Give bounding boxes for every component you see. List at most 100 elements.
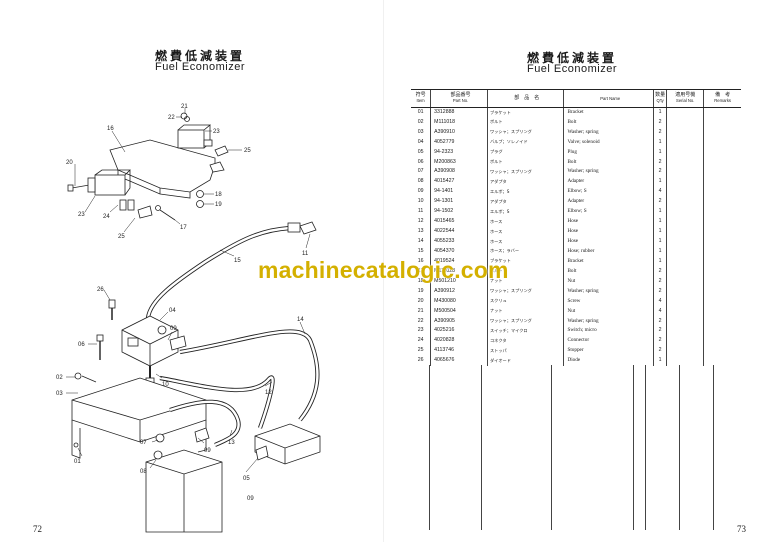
cell-item: 20 bbox=[417, 297, 424, 304]
cell-jp-name: ブラケット bbox=[486, 107, 564, 118]
cell-jp-name: ホース bbox=[486, 236, 564, 247]
cell-qty: 2 bbox=[653, 346, 667, 356]
cell-item: 18 bbox=[417, 277, 424, 284]
cell-remarks bbox=[703, 127, 741, 138]
callout-08: 08 bbox=[140, 469, 147, 475]
cell-qty: 2 bbox=[653, 117, 667, 128]
cell-serial bbox=[666, 147, 704, 158]
cell-remarks bbox=[703, 355, 741, 366]
cell-remarks bbox=[703, 276, 741, 287]
cell-item: 04 bbox=[417, 138, 424, 145]
cell-jp-name: ホース bbox=[486, 216, 564, 227]
cell-part-name: Nut bbox=[563, 276, 654, 287]
cell-qty: 1 bbox=[653, 226, 667, 237]
cell-remarks bbox=[703, 236, 741, 247]
cell-jp-name: エルボ；S bbox=[486, 187, 564, 197]
cell-serial bbox=[666, 206, 704, 217]
cell-serial bbox=[666, 256, 704, 267]
cell-item: 13 bbox=[417, 228, 424, 235]
cell-serial bbox=[666, 266, 704, 277]
cell-part-no: 94-1301 bbox=[430, 196, 488, 207]
cell-part-no: 4019524 bbox=[430, 256, 488, 267]
cell-remarks bbox=[703, 107, 741, 118]
callout-09-upper: 09 bbox=[170, 326, 177, 332]
cell-item: 05 bbox=[417, 148, 424, 155]
cell-jp-name: ボルト bbox=[486, 266, 564, 277]
cell-part-no: 4015427 bbox=[430, 177, 488, 187]
cell-jp-name: ワッシャ；スプリング bbox=[486, 167, 564, 178]
cell-qty: 1 bbox=[653, 355, 667, 366]
cell-item: 09 bbox=[417, 188, 424, 195]
cell-part-name: Washer; spring bbox=[563, 286, 654, 297]
cell-part-name: Washer; spring bbox=[563, 167, 654, 178]
cell-jp-name: ワッシャ；スプリング bbox=[486, 316, 564, 327]
cell-qty: 2 bbox=[653, 336, 667, 346]
cell-serial bbox=[666, 167, 704, 178]
callout-23-lower: 23 bbox=[78, 212, 85, 218]
cell-jp-name: バルブ；ソレノイド bbox=[486, 137, 564, 148]
cell-qty: 1 bbox=[653, 107, 667, 118]
callout-16: 16 bbox=[107, 126, 114, 132]
cell-serial bbox=[666, 177, 704, 187]
cell-item: 10 bbox=[417, 198, 424, 205]
cell-part-name: Screw bbox=[563, 296, 654, 307]
cell-serial bbox=[666, 187, 704, 197]
callout-05: 05 bbox=[243, 476, 250, 482]
cell-qty: 1 bbox=[653, 206, 667, 217]
cell-jp-name: ボルト bbox=[486, 117, 564, 128]
cell-remarks bbox=[703, 296, 741, 307]
cell-jp-name: ダイオード bbox=[486, 355, 564, 366]
cell-part-name: Hose bbox=[563, 216, 654, 227]
cell-item: 11 bbox=[417, 208, 424, 215]
cell-serial bbox=[666, 306, 704, 317]
cell-serial bbox=[666, 236, 704, 247]
cell-remarks bbox=[703, 147, 741, 158]
cell-serial bbox=[666, 137, 704, 148]
callout-01: 01 bbox=[74, 459, 81, 465]
cell-qty: 4 bbox=[653, 296, 667, 307]
cell-jp-name: ホース；ラバー bbox=[486, 246, 564, 257]
cell-part-no: M430080 bbox=[430, 296, 488, 307]
cell-remarks bbox=[703, 226, 741, 237]
page-number-right: 73 bbox=[737, 524, 746, 534]
cell-part-no: M501210 bbox=[430, 276, 488, 287]
cell-part-no: 4052779 bbox=[430, 137, 488, 148]
cell-item: 22 bbox=[417, 317, 424, 324]
callout-07: 07 bbox=[140, 440, 147, 446]
cell-remarks bbox=[703, 346, 741, 356]
callout-13: 13 bbox=[228, 440, 235, 446]
cell-part-no: 4113746 bbox=[430, 346, 488, 356]
watermark-text: machinecatalogic.com bbox=[258, 257, 509, 283]
cell-part-no: 4054370 bbox=[430, 246, 488, 257]
cell-qty: 1 bbox=[653, 236, 667, 247]
cell-part-name: Adapter bbox=[563, 177, 654, 187]
cell-part-no: 4025216 bbox=[430, 326, 488, 337]
cell-serial bbox=[666, 196, 704, 207]
callout-23: 23 bbox=[213, 129, 220, 135]
cell-jp-name: ボルト bbox=[486, 157, 564, 168]
cell-remarks bbox=[703, 167, 741, 178]
cell-qty: 2 bbox=[653, 157, 667, 168]
cell-serial bbox=[666, 246, 704, 257]
cell-serial bbox=[666, 157, 704, 168]
cell-item: 06 bbox=[417, 158, 424, 165]
cell-qty: 2 bbox=[653, 326, 667, 337]
cell-part-no: M111018 bbox=[430, 117, 488, 128]
cell-item: 15 bbox=[417, 247, 424, 254]
cell-part-name: Stopper bbox=[563, 346, 654, 356]
cell-remarks bbox=[703, 326, 741, 337]
callout-25-lower: 25 bbox=[118, 234, 125, 240]
cell-remarks bbox=[703, 137, 741, 148]
cell-item: 26 bbox=[417, 357, 424, 364]
table-title-en: Fuel Economizer bbox=[526, 63, 618, 75]
